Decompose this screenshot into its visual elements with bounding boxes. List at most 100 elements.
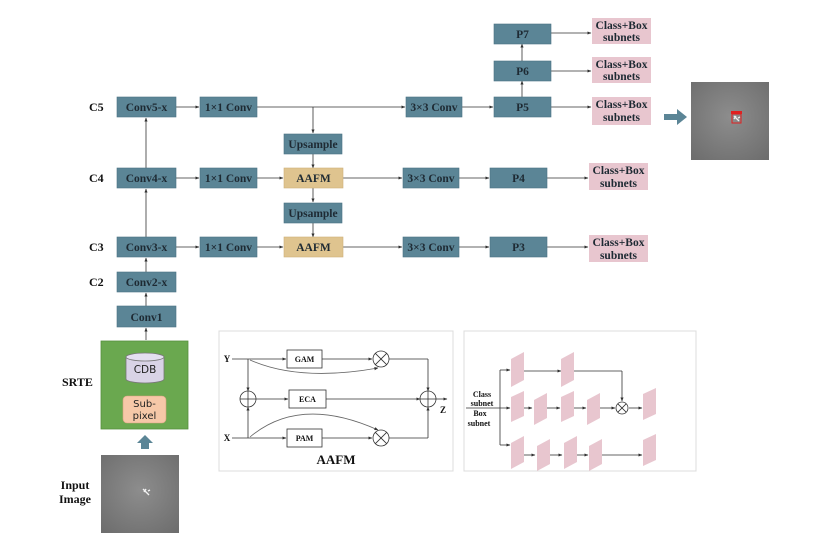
p7-label: P7: [516, 29, 529, 41]
level-label-c2: C2: [89, 275, 104, 289]
p4-label: P4: [512, 173, 525, 185]
conv1x1-c5-label: 1×1 Conv: [205, 102, 252, 114]
level-label-c4: C4: [89, 171, 104, 185]
upsample-2-label: Upsample: [288, 208, 337, 220]
subpixel-line1: Sub-: [133, 399, 156, 410]
srte-label: SRTE: [62, 375, 93, 389]
aafm-detail-panel: GAM ECA PAM Y X Z AAFM: [218, 330, 454, 472]
box-subnet-line2: subnet: [468, 419, 491, 428]
head-p7-line1: Class+Box: [596, 20, 648, 32]
connectors: [144, 31, 592, 340]
feature-maps: [511, 352, 656, 471]
feature-map: [643, 388, 656, 420]
pam-block: [286, 428, 323, 448]
level-label-c3: C3: [89, 240, 104, 254]
head-p6-line2: subnets: [603, 71, 641, 83]
backbone: Conv5-x Conv4-x Conv3-x Conv2-x Conv1: [116, 96, 177, 328]
subpixel-line2: pixel: [133, 411, 157, 422]
aircraft-icon: [733, 115, 741, 122]
head-p5: [592, 97, 651, 125]
aafm-block-2: [283, 236, 344, 258]
output-arrow-icon: [664, 109, 687, 125]
conv3x3-p5: [405, 96, 463, 118]
head-p5-line2: subnets: [603, 112, 641, 124]
p3-label: P3: [512, 242, 525, 254]
aafm-block-1: [283, 167, 344, 189]
pam-label: PAM: [296, 434, 314, 443]
head-p4-line1: Class+Box: [593, 165, 645, 177]
feature-map: [534, 393, 547, 425]
subnet-detail-frame: [463, 330, 697, 472]
conv3x3-p4-label: 3×3 Conv: [407, 173, 454, 185]
output-image: [691, 82, 769, 160]
level-label-c5: C5: [89, 100, 104, 114]
feature-map: [511, 436, 524, 469]
head-p6-line1: Class+Box: [596, 59, 648, 71]
head-p7-line2: subnets: [603, 32, 641, 44]
aafm-y-skip-curve: [249, 359, 379, 374]
input-image: [101, 455, 179, 533]
conv3-block: [116, 236, 177, 258]
subnet-multiply-icon-b: [617, 403, 627, 413]
p6-block: [493, 60, 552, 82]
conv1-label: Conv1: [131, 312, 163, 324]
conv3x3-p3: [402, 236, 460, 258]
conv1-block: [116, 305, 177, 328]
aafm-input-y: Y: [224, 354, 231, 364]
input-label-line1: Input: [61, 478, 90, 492]
conv2-block: [116, 271, 177, 293]
conv1x1-c4-label: 1×1 Conv: [205, 173, 252, 185]
subpixel-block: [122, 395, 167, 424]
conv2-label: Conv2-x: [126, 277, 168, 289]
head-p7: [592, 18, 651, 44]
conv5-label: Conv5-x: [126, 102, 168, 114]
cdb-cylinder-body: [125, 357, 165, 384]
conv4-label: Conv4-x: [126, 173, 168, 185]
p5-block: [493, 96, 552, 118]
lateral-convs: 1×1 Conv 1×1 Conv 1×1 Conv: [199, 96, 258, 258]
conv3x3-p3-label: 3×3 Conv: [407, 242, 454, 254]
aafm-input-x: X: [224, 433, 231, 443]
aafm-detail-title: AAFM: [317, 452, 356, 467]
head-p4-line2: subnets: [600, 178, 638, 190]
head-p3: [589, 235, 648, 262]
conv4-block: [116, 167, 177, 189]
eca-label: ECA: [299, 395, 316, 404]
head-p4: [589, 163, 648, 190]
upsample-2: [283, 202, 343, 224]
feature-pyramid: P7 P6 P5 P4 P3: [489, 23, 552, 258]
feature-map: [511, 391, 524, 422]
p3-block: [489, 236, 548, 258]
top-down-path: Upsample AAFM Upsample AAFM: [283, 133, 344, 258]
feature-map: [561, 391, 574, 422]
p4-block: [489, 167, 548, 189]
p6-label: P6: [516, 66, 529, 78]
head-p3-line2: subnets: [600, 250, 638, 262]
aafm-output-z: Z: [440, 405, 446, 415]
head-p3-line1: Class+Box: [593, 237, 645, 249]
gam-block: [286, 349, 323, 369]
output-image-frame: [691, 82, 769, 160]
feature-map: [564, 436, 577, 469]
feature-map: [537, 439, 550, 471]
conv3-label: Conv3-x: [126, 242, 168, 254]
p5-label: P5: [516, 102, 529, 114]
upsample-1-label: Upsample: [288, 139, 337, 151]
cdb-label: CDB: [134, 364, 157, 376]
conv3x3-p4: [402, 167, 460, 189]
upsample-1: [283, 133, 343, 155]
aafm-detail-frame: [218, 330, 454, 472]
gam-label: GAM: [295, 355, 315, 364]
conv3x3-p5-label: 3×3 Conv: [410, 102, 457, 114]
input-image-frame: [101, 455, 179, 533]
output-convs: 3×3 Conv 3×3 Conv 3×3 Conv: [402, 96, 463, 258]
feature-map: [587, 393, 600, 425]
feature-map: [589, 439, 602, 471]
srte-module: CDB Sub- pixel: [100, 340, 189, 430]
feature-map: [643, 434, 656, 466]
p7-block: [493, 23, 552, 45]
eca-block: [288, 389, 327, 409]
conv1x1-c5: [199, 96, 258, 118]
multiply-icon-b: [375, 432, 387, 444]
feature-map: [511, 352, 524, 387]
